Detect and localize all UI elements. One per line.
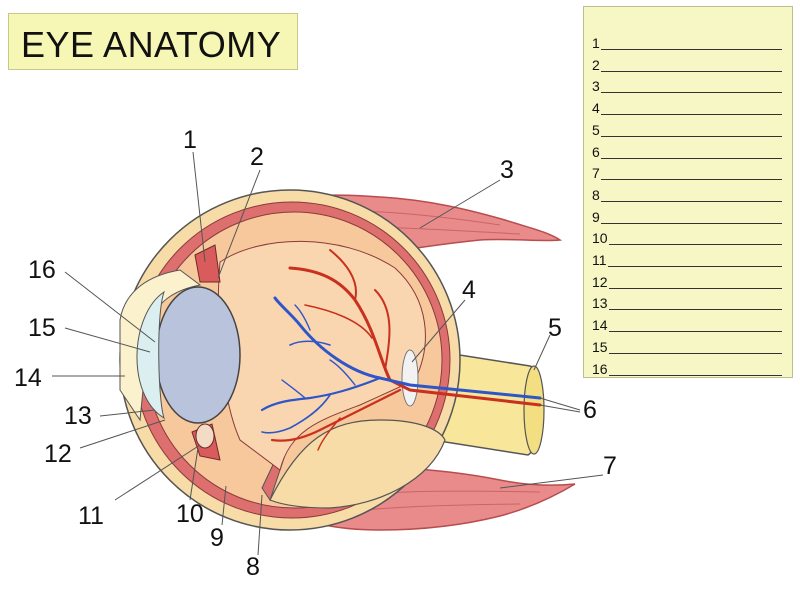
label-7: 7 bbox=[603, 452, 617, 480]
answer-blank-line[interactable] bbox=[608, 287, 782, 289]
page-title: EYE ANATOMY bbox=[21, 24, 282, 65]
answer-blank-line[interactable] bbox=[600, 70, 782, 72]
answer-row-number: 1 bbox=[592, 35, 600, 51]
label-12: 12 bbox=[44, 440, 72, 468]
label-10: 10 bbox=[176, 500, 204, 528]
answer-row: 12 bbox=[592, 268, 782, 289]
retinal-arteries bbox=[270, 249, 542, 451]
answer-row-number: 2 bbox=[592, 56, 600, 73]
answer-blank-line[interactable] bbox=[600, 222, 782, 224]
answer-row: 16 bbox=[592, 355, 782, 376]
label-15: 15 bbox=[28, 314, 56, 342]
label-1: 1 bbox=[183, 126, 197, 154]
optic-disc bbox=[401, 349, 419, 407]
label-5: 5 bbox=[548, 314, 562, 342]
answer-blank-line[interactable] bbox=[607, 265, 782, 267]
answer-blank-line[interactable] bbox=[600, 48, 782, 50]
answer-row: 13 bbox=[592, 289, 782, 312]
answer-blank-line[interactable] bbox=[608, 243, 782, 246]
answer-row-number: 12 bbox=[592, 273, 608, 290]
answer-blank-line[interactable] bbox=[600, 113, 782, 116]
answer-row-number: 5 bbox=[592, 121, 600, 138]
answer-row: 7 bbox=[592, 159, 782, 182]
lens bbox=[155, 286, 241, 424]
label-6: 6 bbox=[583, 396, 597, 424]
answer-blank-line[interactable] bbox=[600, 178, 782, 181]
label-4: 4 bbox=[462, 276, 476, 304]
answer-row-number: 16 bbox=[592, 360, 608, 377]
answer-row: 9 bbox=[592, 203, 782, 224]
answer-row: 6 bbox=[592, 138, 782, 159]
answer-row: 1 bbox=[592, 29, 782, 50]
answer-blank-line[interactable] bbox=[600, 157, 782, 159]
answer-row: 2 bbox=[592, 51, 782, 72]
title-box: EYE ANATOMY bbox=[8, 13, 298, 70]
answer-row: 4 bbox=[592, 94, 782, 117]
answer-blank-line[interactable] bbox=[600, 200, 782, 202]
leader-lines bbox=[52, 151, 604, 556]
answer-row-number: 10 bbox=[592, 230, 608, 247]
label-16: 16 bbox=[28, 256, 56, 284]
answer-row-number: 7 bbox=[592, 165, 600, 182]
answer-row-number: 3 bbox=[592, 78, 600, 95]
label-2: 2 bbox=[250, 143, 264, 171]
answer-row: 11 bbox=[592, 246, 782, 267]
answer-row-number: 4 bbox=[592, 100, 600, 117]
answer-row: 3 bbox=[592, 72, 782, 95]
answer-blank-line[interactable] bbox=[608, 352, 782, 354]
answer-row: 5 bbox=[592, 116, 782, 137]
answer-row: 10 bbox=[592, 224, 782, 247]
answer-row-number: 11 bbox=[592, 252, 607, 268]
answer-row: 8 bbox=[592, 181, 782, 202]
answer-blank-line[interactable] bbox=[608, 330, 782, 333]
answer-row-number: 8 bbox=[592, 186, 600, 203]
anterior-chamber bbox=[136, 290, 165, 420]
label-11: 11 bbox=[78, 502, 104, 530]
answer-row-number: 13 bbox=[592, 295, 608, 312]
answer-row-number: 15 bbox=[592, 338, 608, 355]
answer-row-number: 9 bbox=[592, 208, 600, 225]
label-9: 9 bbox=[210, 524, 224, 552]
label-14: 14 bbox=[14, 364, 42, 392]
label-13: 13 bbox=[64, 402, 92, 430]
ciliary-muscle-detail bbox=[195, 423, 215, 449]
answer-row-number: 14 bbox=[592, 317, 608, 334]
retinal-veins bbox=[260, 296, 542, 434]
answer-blank-line[interactable] bbox=[600, 135, 782, 137]
ciliary-body-upper bbox=[194, 244, 221, 283]
answer-row: 15 bbox=[592, 333, 782, 354]
label-8: 8 bbox=[246, 553, 260, 581]
answer-row-number: 6 bbox=[592, 143, 600, 160]
label-3: 3 bbox=[500, 156, 514, 184]
answer-row: 14 bbox=[592, 311, 782, 334]
answer-blank-line[interactable] bbox=[608, 374, 782, 376]
answer-blank-line[interactable] bbox=[600, 91, 782, 94]
answer-blank-line[interactable] bbox=[608, 308, 782, 311]
number-labels: 1 2 3 4 5 6 7 8 9 10 11 12 13 14 15 16 bbox=[14, 126, 617, 581]
